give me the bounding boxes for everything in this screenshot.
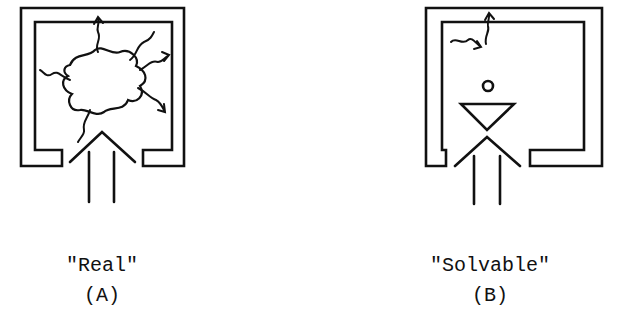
case-letter: (A) — [84, 286, 120, 306]
enclosure-wall — [21, 8, 184, 166]
squiggle-arrow — [40, 70, 70, 80]
squiggle-arrow — [130, 32, 154, 60]
case-name: "Solvable" — [430, 256, 550, 276]
squiggle-arrow — [78, 110, 90, 142]
squiggle-arrow — [138, 88, 165, 112]
case-name: "Real" — [66, 256, 138, 276]
squiggle-arrow — [140, 52, 169, 70]
enclosure-wall — [426, 8, 602, 166]
squiggle-arrow — [94, 17, 103, 52]
entry-arrow — [455, 137, 520, 204]
squiggle-arrow — [451, 39, 481, 49]
squiggle-arrow — [485, 13, 494, 44]
case-letter: (B) — [472, 286, 508, 306]
circle-symbol — [483, 81, 493, 91]
triangle-symbol — [461, 104, 514, 130]
entry-arrow — [70, 132, 135, 202]
